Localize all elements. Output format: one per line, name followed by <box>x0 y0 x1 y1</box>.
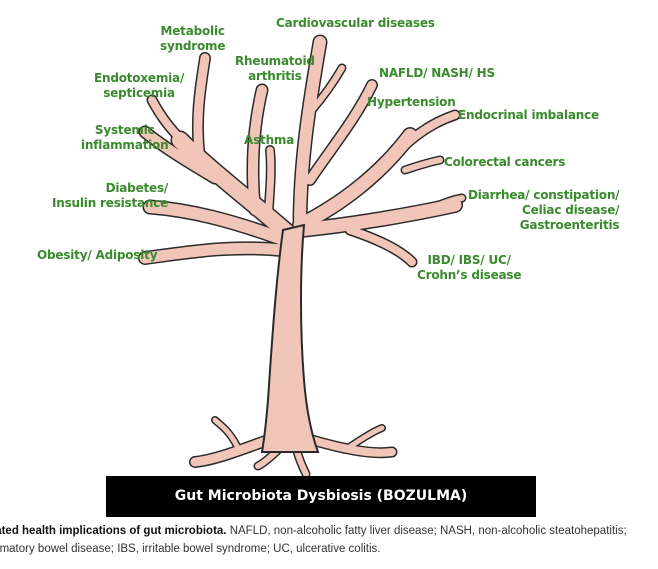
caption-line-1: lated health implications of gut microbi… <box>0 523 627 540</box>
gut-microbiota-dysbiosis-banner: Gut Microbiota Dysbiosis (BOZULMA) <box>106 476 536 517</box>
label-nafld-nash-hs: NAFLD/ NASH/ HS <box>379 66 495 80</box>
caption-line-1-text: NAFLD, non-alcoholic fatty liver disease… <box>226 525 627 537</box>
branch-systemic <box>140 127 220 183</box>
branch-hypertension <box>327 99 365 153</box>
label-hypertension: Hypertension <box>367 95 456 109</box>
root-left-2 <box>212 417 243 455</box>
label-obesity-adiposity: Obesity/ Adiposity <box>37 248 158 262</box>
branch-metabolic <box>193 53 210 165</box>
branch-endotoxemia <box>148 96 194 152</box>
branch-rheumatoid <box>248 85 267 215</box>
label-diarrhea-celiac-gastroenteritis: Diarrhea/ constipation/Celiac disease/Ga… <box>468 188 620 232</box>
branch-asthma <box>264 146 275 224</box>
label-colorectal-cancers: Colorectal cancers <box>444 155 566 169</box>
branch-cardiovascular <box>294 36 326 231</box>
label-endocrinal-imbalance: Endocrinal imbalance <box>458 108 599 122</box>
tree-trunk <box>260 223 320 453</box>
label-ibd-ibs-uc-crohns: IBD/ IBS/ UC/Crohn’s disease <box>417 253 522 282</box>
branch-colorectal <box>402 157 443 173</box>
branch-cv-twig <box>309 65 345 113</box>
branch-diarrhea <box>417 195 465 215</box>
tree-branches <box>138 34 467 479</box>
caption-title: lated health implications of gut microbi… <box>0 525 227 537</box>
branch-obesity <box>139 242 288 264</box>
branch-ibd <box>346 226 416 266</box>
label-cardiovascular-diseases: Cardiovascular diseases <box>276 16 435 30</box>
dysbiosis-tree-illustration <box>138 34 467 479</box>
root-right-2 <box>342 425 385 453</box>
label-diabetes-insulin-resistance: Diabetes/Insulin resistance <box>52 181 169 210</box>
branch-diabetes <box>144 201 291 246</box>
caption-line-2: mmatory bowel disease; IBS, irritable bo… <box>0 543 381 555</box>
root-left <box>190 435 273 467</box>
root-right <box>308 436 396 457</box>
label-asthma: Asthma <box>244 133 295 147</box>
branch-endocrinal <box>396 111 459 154</box>
branch-right-main <box>293 198 462 237</box>
label-endotoxemia-septicemia: Endotoxemia/septicemia <box>94 71 185 100</box>
